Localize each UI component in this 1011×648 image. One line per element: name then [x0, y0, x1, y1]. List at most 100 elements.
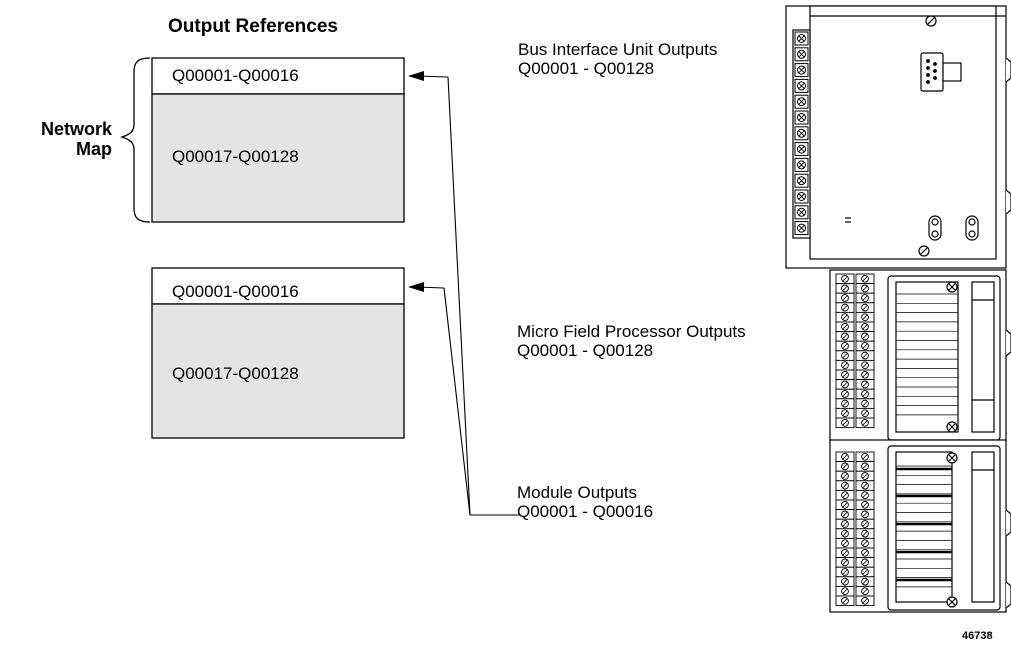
mfp-screw-mark: [862, 304, 868, 311]
module-screw-mark: [842, 463, 848, 470]
module-terminal-column: [835, 451, 875, 607]
biu-screw-mark: [798, 177, 805, 185]
mfp-screw-mark: [842, 324, 848, 330]
network-map-label: Network Map: [8, 119, 112, 159]
arrow-line-1-diag: [447, 76, 471, 516]
mfp-screw-mark: [842, 420, 848, 426]
module-screw-mark: [842, 540, 848, 546]
mfp-screw-mark: [842, 276, 848, 282]
module-screw-mark: [842, 454, 848, 460]
mfp-screw-mark: [862, 400, 868, 407]
module-screw-mark: [862, 540, 868, 546]
mfp-screw-mark: [862, 420, 868, 426]
mfp-screw-mark: [842, 333, 848, 340]
table1-bottom-cell: [151, 93, 405, 223]
output-references-heading: Output References: [168, 16, 338, 37]
biu-screw-mark: [798, 114, 805, 121]
bus-interface-unit: [785, 5, 1011, 269]
biu-screw-mark: [798, 50, 805, 58]
mfp-screw-mark: [842, 372, 848, 378]
module-screw-mark: [862, 550, 868, 556]
module-screw-mark: [842, 482, 848, 489]
biu-screw-mark: [798, 224, 805, 232]
mfp-callout-title: Micro Field Processor Outputs: [517, 322, 746, 341]
biu-screw-mark: [798, 208, 805, 216]
module-screw-mark: [842, 473, 848, 479]
module-screw-mark: [862, 482, 868, 489]
mfp-screw-mark: [842, 314, 848, 320]
table1-top-range: Q00001-Q00016: [172, 66, 299, 85]
table1-top-cell: [151, 57, 405, 95]
mfp-screw-mark: [842, 343, 848, 349]
module-callout: Module Outputs Q00001 - Q00016: [517, 483, 653, 521]
reference-arrows: [416, 75, 520, 516]
module-callout-range: Q00001 - Q00016: [517, 502, 654, 521]
module-screw-mark: [842, 521, 848, 527]
arrow-line-2-diag: [443, 287, 471, 516]
table2-top-cell: [151, 267, 405, 305]
mfp-screw-mark: [842, 295, 848, 301]
mfp-screw-mark: [862, 372, 868, 378]
output-table: [151, 267, 405, 439]
biu-screw-mark: [798, 35, 805, 42]
module-screw-mark: [842, 530, 848, 537]
module-screw-mark: [862, 454, 868, 460]
arrowhead-2: [408, 282, 424, 292]
network-map-line1: Network: [40, 119, 112, 139]
figure-number: 46738: [962, 630, 993, 642]
biu-callout-range: Q00001 - Q00128: [518, 59, 655, 78]
micro-field-processor: [829, 269, 1011, 453]
module-screw-mark: [862, 588, 868, 594]
module-screw-mark: [862, 530, 868, 537]
mfp-screw-mark: [842, 381, 848, 388]
module-callout-title: Module Outputs: [517, 483, 638, 502]
mfp-screw-mark: [862, 333, 868, 340]
mfp-screw-mark: [842, 285, 848, 292]
module-screw-mark: [842, 559, 848, 566]
module-screw-mark: [842, 511, 848, 518]
module-screw-mark: [842, 569, 848, 575]
biu-terminal-column: [794, 31, 809, 236]
biu-callout-title: Bus Interface Unit Outputs: [518, 40, 718, 59]
table2-bottom-cell: [151, 303, 405, 439]
module-screw-mark: [862, 598, 868, 604]
arrowhead-1: [408, 71, 424, 81]
module-screw-mark: [842, 588, 848, 594]
module-screw-mark: [842, 578, 848, 585]
mfp-screw-mark: [862, 391, 868, 397]
biu-screw-mark: [798, 161, 805, 169]
biu-screw-mark: [798, 193, 805, 200]
network-map-table: [151, 57, 405, 223]
mfp-screw-mark: [862, 314, 868, 320]
mfp-screw-mark: [842, 304, 848, 311]
biu-screw-mark: [798, 129, 805, 137]
module-screw-mark: [862, 473, 868, 479]
table2-bottom-range: Q00017-Q00128: [172, 364, 299, 383]
mfp-screw-mark: [842, 352, 848, 359]
mfp-screw-mark: [842, 362, 848, 368]
module-screw-mark: [862, 502, 868, 508]
biu-screw-mark: [798, 98, 805, 106]
module-screw-mark: [842, 502, 848, 508]
network-map-line2: Map: [76, 139, 112, 159]
module-screw-mark: [862, 463, 868, 470]
biu-screw-mark: [798, 82, 805, 90]
mfp-screw-mark: [862, 285, 868, 292]
module-screw-mark: [862, 559, 868, 566]
mfp-screw-mark: [862, 343, 868, 349]
mfp-callout-range: Q00001 - Q00128: [517, 341, 654, 360]
biu-screw-mark: [798, 66, 805, 74]
mfp-callout: Micro Field Processor Outputs Q00001 - Q…: [517, 322, 746, 360]
biu-screw-mark: [798, 145, 805, 153]
mfp-screw-mark: [862, 352, 868, 359]
module-screw-mark: [862, 511, 868, 518]
mfp-screw-mark: [862, 410, 868, 416]
module-screw-mark: [842, 492, 848, 498]
table1-bottom-range: Q00017-Q00128: [172, 147, 299, 166]
mfp-screw-mark: [862, 362, 868, 368]
module-screw-mark: [862, 521, 868, 527]
mfp-terminal-column: [835, 273, 875, 429]
module-screw-mark: [862, 578, 868, 585]
